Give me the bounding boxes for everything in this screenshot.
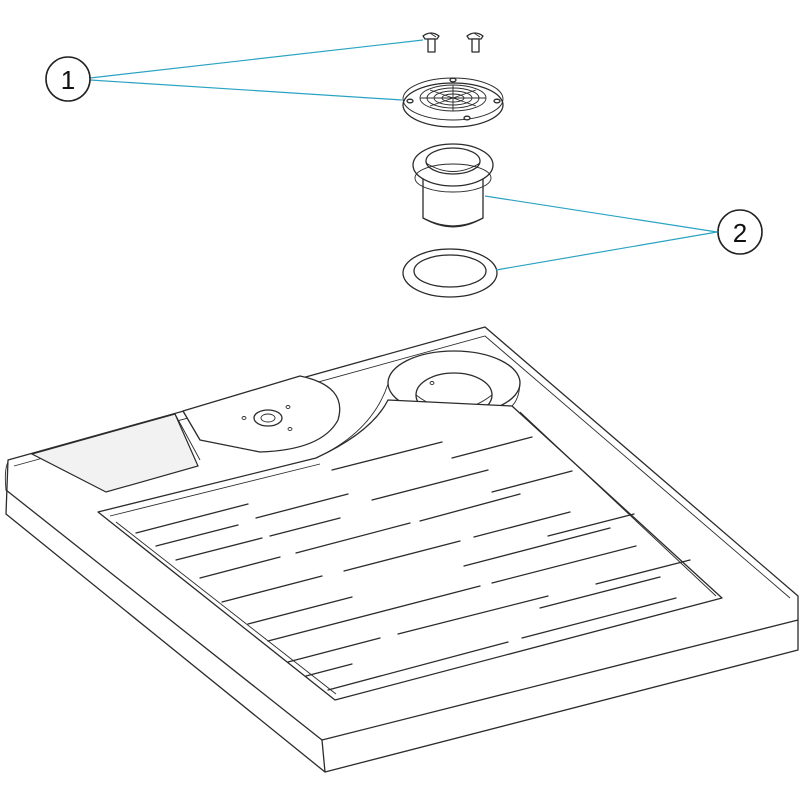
corner-seat: [30, 413, 201, 493]
tap-housing: [182, 375, 341, 453]
leader-2-ring: [495, 231, 718, 271]
callout-1-label: 1: [61, 65, 75, 95]
tray-drain-recess: [315, 350, 521, 459]
drain-sleeve: [412, 143, 494, 228]
leader-lines: [89, 39, 718, 271]
anti-slip-grooves: [135, 436, 691, 691]
callout-1: 1: [45, 56, 91, 102]
gasket-ring: [402, 248, 498, 298]
screw-left: [422, 32, 440, 53]
shower-tray: [4, 326, 799, 773]
screw-right: [466, 32, 484, 53]
callout-2: 2: [717, 209, 763, 255]
leader-1-screw: [89, 39, 424, 79]
leader-2-sleeve: [484, 195, 718, 233]
callout-2-label: 2: [733, 218, 747, 248]
leader-1-grate: [89, 79, 403, 101]
drain-grate: [402, 77, 504, 128]
